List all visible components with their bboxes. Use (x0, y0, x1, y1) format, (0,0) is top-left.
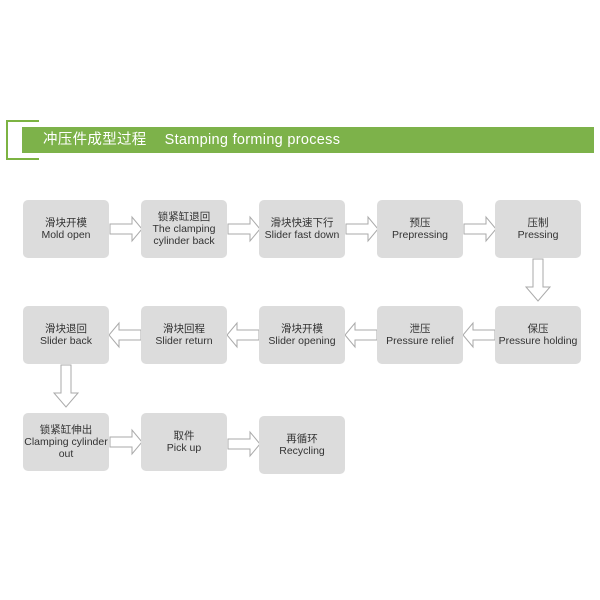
step-label-en: Slider fast down (264, 229, 340, 241)
step-label-zh: 预压 (409, 217, 431, 229)
arrow-icon (345, 215, 379, 243)
step-label-zh: 锁紧缸退回 (157, 211, 211, 223)
step-label-zh: 滑块开模 (281, 323, 323, 335)
step-label-en: Pressure holding (498, 335, 578, 347)
arrow-icon (462, 321, 496, 349)
step-label-zh: 取件 (173, 430, 195, 442)
arrow-icon (108, 321, 142, 349)
header-frame (6, 120, 39, 160)
step-label-en: Clamping cylinder out (24, 436, 108, 460)
step-label-en: Slider return (155, 335, 213, 347)
arrow-icon (227, 215, 261, 243)
arrow-icon (344, 321, 378, 349)
title-zh: 冲压件成型过程 (43, 132, 147, 148)
step-label-zh: 滑块开模 (45, 217, 87, 229)
title-en: Stamping forming process (164, 132, 341, 148)
arrow-icon (52, 364, 80, 408)
step-label-en: Recycling (279, 445, 325, 457)
step-label-en: Slider back (40, 335, 92, 347)
step-label-en: Slider opening (268, 335, 336, 347)
arrow-icon (463, 215, 497, 243)
step-label-zh: 滑块退回 (45, 323, 87, 335)
step-label-en: Pick up (166, 442, 202, 454)
step-label-en: Pressure relief (386, 335, 454, 347)
step-label-zh: 锁紧缸伸出 (39, 424, 93, 436)
step-label-en: Pressing (517, 229, 559, 241)
step-label-zh: 滑块快速下行 (270, 217, 334, 229)
arrow-icon (109, 215, 143, 243)
step-label-en: Mold open (41, 229, 91, 241)
step-label-zh: 保压 (527, 323, 549, 335)
arrow-icon (226, 321, 260, 349)
step-label-en: The clamping cylinder back (152, 223, 216, 247)
step-label-zh: 再循环 (286, 433, 318, 445)
arrow-icon (524, 258, 552, 302)
step-label-zh: 压制 (527, 217, 549, 229)
step-label-en: Prepressing (391, 229, 449, 241)
arrow-icon (227, 430, 261, 458)
step-label-zh: 泄压 (409, 323, 431, 335)
section-header: 冲压件成型过程 Stamping forming process (22, 127, 594, 153)
arrow-icon (109, 428, 143, 456)
step-label-zh: 滑块回程 (163, 323, 205, 335)
